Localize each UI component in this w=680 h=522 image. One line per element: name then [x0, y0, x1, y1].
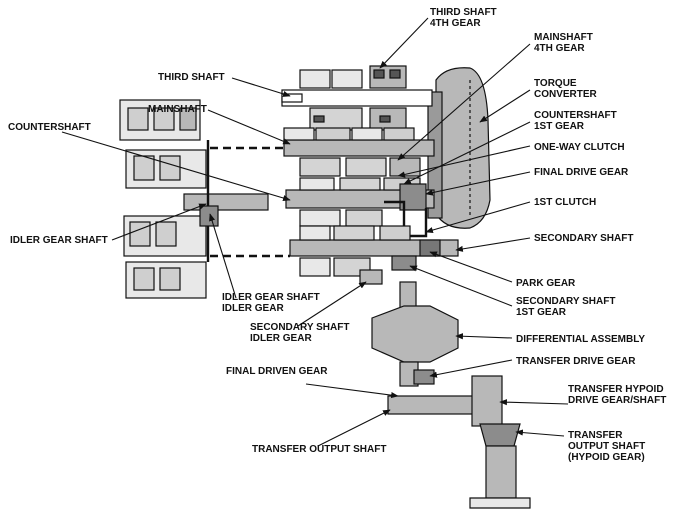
label-mainshaft-4th-gear-line-2: 4TH GEAR [534, 43, 585, 54]
label-transfer-hypoid-drive-gear-shaft-line-2: DRIVE GEAR/SHAFT [568, 395, 666, 406]
label-transfer-output-shaft-hypoid-gear-line-2: OUTPUT SHAFT [568, 441, 645, 452]
label-one-way-clutch: ONE-WAY CLUTCH [534, 142, 625, 153]
label-final-drive-gear: FINAL DRIVE GEAR [534, 167, 629, 178]
label-third-shaft-4th-gear-line-1: THIRD SHAFT [430, 7, 497, 18]
label-one-way-clutch-line-1: ONE-WAY CLUTCH [534, 142, 625, 153]
label-countershaft: COUNTERSHAFT [8, 122, 91, 133]
label-final-drive-gear-line-1: FINAL DRIVE GEAR [534, 167, 629, 178]
transfer-drive-gear [413, 369, 435, 385]
label-secondary-shaft-1st-gear-line-2: 1ST GEAR [516, 307, 567, 318]
label-transfer-output-shaft-hypoid-gear-line-1: TRANSFER [568, 430, 623, 441]
label-differential-assembly: DIFFERENTIAL ASSEMBLY [516, 334, 645, 345]
label-park-gear: PARK GEAR [516, 278, 576, 289]
label-torque-converter-line-2: CONVERTER [534, 89, 598, 100]
label-idler-gear-shaft-idler-gear-line-1: IDLER GEAR SHAFT [222, 292, 320, 303]
label-countershaft-line-1: COUNTERSHAFT [8, 122, 91, 133]
label-countershaft-1st-gear-line-2: 1ST GEAR [534, 121, 585, 132]
label-third-shaft-4th-gear-line-2: 4TH GEAR [430, 18, 481, 29]
label-park-gear-line-1: PARK GEAR [516, 278, 576, 289]
label-transfer-hypoid-drive-gear-shaft-line-1: TRANSFER HYPOID [568, 384, 664, 395]
differential-assembly [371, 305, 459, 363]
label-first-clutch-line-1: 1ST CLUTCH [534, 197, 596, 208]
final-driven-gear [387, 395, 479, 415]
label-idler-gear-shaft-idler-gear-line-2: IDLER GEAR [222, 303, 284, 314]
label-transfer-drive-gear: TRANSFER DRIVE GEAR [516, 356, 636, 367]
park-gear [419, 239, 441, 257]
third-shaft-assembly [281, 65, 433, 131]
label-secondary-shaft-1st-gear-line-1: SECONDARY SHAFT [516, 296, 615, 307]
label-final-driven-gear-line-1: FINAL DRIVEN GEAR [226, 366, 328, 377]
secondary-shaft-1st-gear [391, 255, 417, 271]
label-transfer-output-shaft-line-1: TRANSFER OUTPUT SHAFT [252, 444, 386, 455]
label-third-shaft-line-1: THIRD SHAFT [158, 72, 225, 83]
differential-and-transfer [371, 281, 531, 509]
label-idler-gear-shaft: IDLER GEAR SHAFT [10, 235, 108, 246]
idler-gear-shaft-idler-gear [199, 205, 219, 227]
countershaft-assembly [285, 177, 435, 238]
label-differential-assembly-line-1: DIFFERENTIAL ASSEMBLY [516, 334, 645, 345]
transfer-output-shaft [485, 445, 517, 499]
label-secondary-shaft-idler-gear-line-1: SECONDARY SHAFT [250, 322, 349, 333]
label-mainshaft-4th-gear-line-1: MAINSHAFT [534, 32, 593, 43]
label-transfer-drive-gear-line-1: TRANSFER DRIVE GEAR [516, 356, 636, 367]
transfer-hypoid-gear [479, 423, 521, 447]
mainshaft-assembly [283, 127, 435, 177]
label-mainshaft-line-1: MAINSHAFT [148, 104, 207, 115]
label-countershaft-1st-gear-line-1: COUNTERSHAFT [534, 110, 617, 121]
label-idler-gear-shaft-line-1: IDLER GEAR SHAFT [10, 235, 108, 246]
label-mainshaft: MAINSHAFT [148, 104, 207, 115]
label-third-shaft: THIRD SHAFT [158, 72, 225, 83]
torque-converter-housing [435, 67, 491, 229]
label-secondary-shaft-idler-gear-line-2: IDLER GEAR [250, 333, 312, 344]
label-secondary-shaft-line-1: SECONDARY SHAFT [534, 233, 633, 244]
idler-gear-shaft-assembly [119, 99, 269, 299]
label-secondary-shaft: SECONDARY SHAFT [534, 233, 633, 244]
label-first-clutch: 1ST CLUTCH [534, 197, 596, 208]
secondary-shaft-idler-gear [359, 269, 383, 285]
leader-lines [61, 17, 569, 447]
label-final-driven-gear: FINAL DRIVEN GEAR [226, 366, 328, 377]
label-transfer-output-shaft-hypoid-gear-line-3: (HYPOID GEAR) [568, 452, 645, 463]
label-torque-converter-line-1: TORQUE [534, 78, 577, 89]
third-shaft [281, 89, 433, 107]
transfer-hypoid-drive-gear [471, 375, 503, 427]
mechanism-drawing [119, 65, 531, 509]
label-transfer-output-shaft: TRANSFER OUTPUT SHAFT [252, 444, 386, 455]
